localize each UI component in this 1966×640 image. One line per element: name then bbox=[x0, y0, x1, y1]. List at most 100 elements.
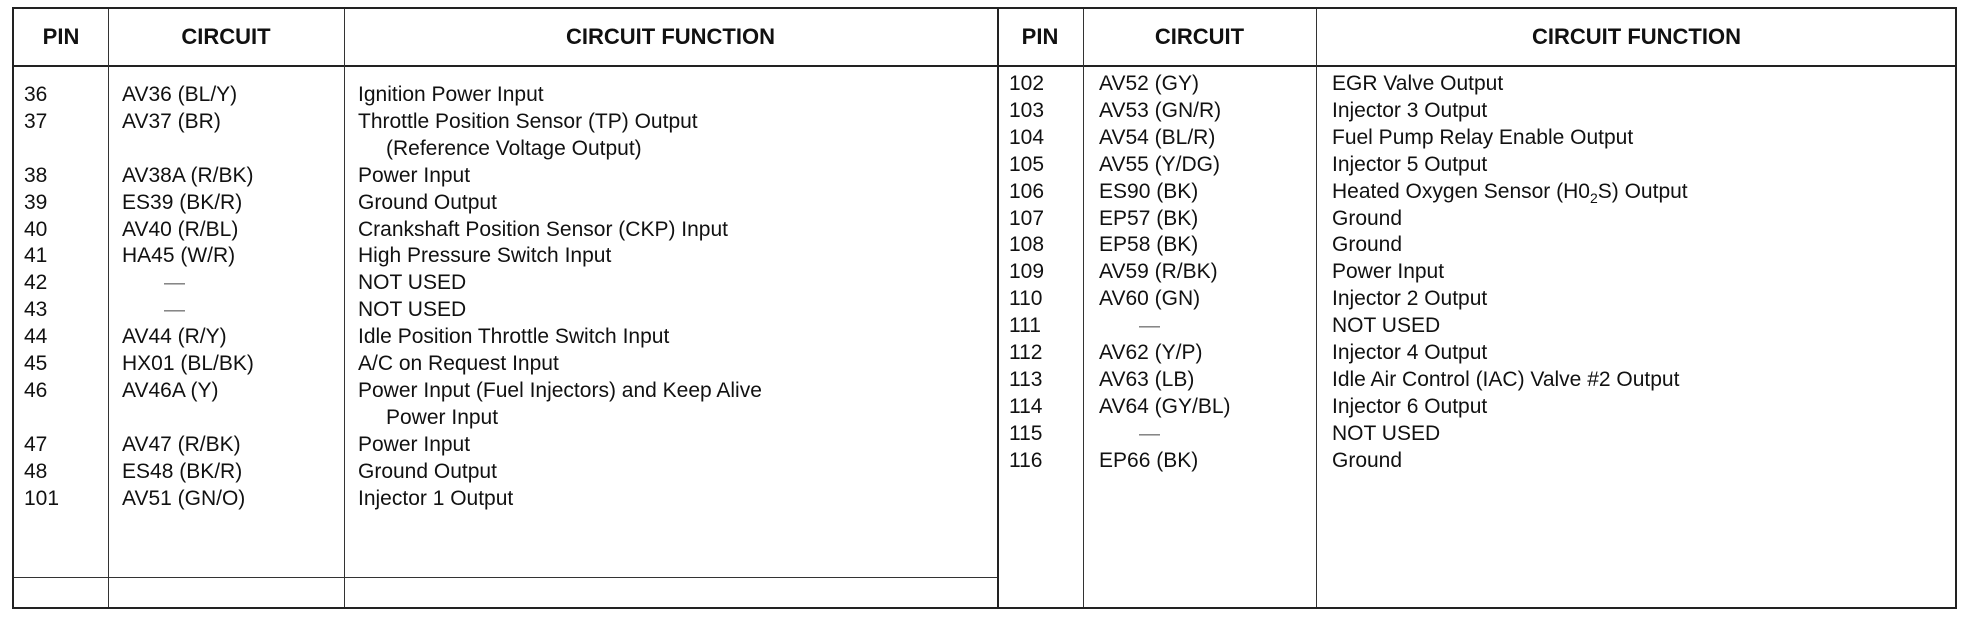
function-cell: Injector 1 Output bbox=[358, 486, 514, 510]
function-cell: A/C on Request Input bbox=[358, 352, 559, 375]
function-cell: NOT USED bbox=[358, 271, 467, 295]
function-cell: NOT USED bbox=[1332, 421, 1441, 445]
pin-cell: 105 bbox=[1009, 152, 1045, 176]
pin-cell: 44 bbox=[24, 325, 48, 349]
circuit-cell: AV47 (R/BK) bbox=[122, 432, 241, 456]
function-cell: Ignition Power Input bbox=[358, 83, 544, 106]
pin-cell: 39 bbox=[24, 190, 48, 214]
circuit-cell: AV36 (BL/Y) bbox=[122, 83, 238, 106]
header-circuit-left: CIRCUIT bbox=[181, 24, 271, 49]
function-cell: (Reference Voltage Output) bbox=[386, 136, 642, 160]
pin-cell: 110 bbox=[1009, 287, 1043, 311]
column-divider bbox=[344, 9, 345, 607]
function-cell: Power Input bbox=[358, 163, 471, 187]
pin-cell: 47 bbox=[24, 432, 48, 456]
function-text: Heated Oxygen Sensor (H0 bbox=[1332, 179, 1590, 203]
header-circuit-right: CIRCUIT bbox=[1154, 24, 1245, 49]
pin-cell: 107 bbox=[1009, 206, 1045, 230]
function-cell: Ground bbox=[1332, 233, 1403, 257]
pin-cell: 41 bbox=[24, 244, 48, 268]
circuit-cell: ES90 (BK) bbox=[1099, 179, 1199, 203]
circuit-cell: AV64 (GY/BL) bbox=[1099, 394, 1231, 418]
circuit-cell: EP58 (BK) bbox=[1099, 233, 1199, 257]
circuit-cell: AV38A (R/BK) bbox=[122, 163, 254, 187]
circuit-cell: ES48 (BK/R) bbox=[122, 459, 243, 483]
table-row: 43—NOT USED bbox=[14, 293, 997, 326]
table-row: 111 — NOT USED bbox=[997, 309, 1957, 342]
row-divider bbox=[14, 577, 997, 578]
table-row: Power Input bbox=[14, 401, 997, 434]
subscript: 2 bbox=[1589, 189, 1598, 206]
pin-cell: 106 bbox=[1009, 179, 1045, 203]
pin-cell: 48 bbox=[24, 459, 48, 483]
circuit-cell: AV40 (R/BL) bbox=[122, 217, 239, 241]
function-cell: Power Input bbox=[1332, 260, 1445, 284]
pin-cell: 112 bbox=[1009, 341, 1043, 364]
circuit-cell: AV59 (R/BK) bbox=[1099, 260, 1218, 284]
half-divider bbox=[997, 9, 999, 607]
pin-cell: 46 bbox=[24, 378, 48, 402]
table-row: 116 EP66 (BK) Ground bbox=[997, 444, 1957, 477]
header-function-left: CIRCUIT FUNCTION bbox=[566, 24, 775, 49]
table-row: 47 AV47 (R/BK) Power Input bbox=[14, 428, 997, 461]
function-cell: NOT USED bbox=[358, 298, 467, 322]
function-cell: Injector 5 Output bbox=[1332, 152, 1488, 176]
pin-cell: 36 bbox=[24, 83, 48, 106]
pin-cell: 109 bbox=[1009, 260, 1045, 284]
function-cell: Injector 6 Output bbox=[1332, 394, 1488, 418]
header-pin-right: PIN bbox=[1021, 24, 1059, 49]
function-cell: NOT USED bbox=[1332, 314, 1441, 338]
function-cell: Ground Output bbox=[358, 459, 497, 483]
column-divider bbox=[1083, 9, 1084, 607]
circuit-cell: — bbox=[164, 271, 185, 295]
function-text-tail: S) Output bbox=[1597, 179, 1688, 203]
circuit-cell: AV54 (BL/R) bbox=[1099, 125, 1216, 149]
function-cell: Heated Oxygen Sensor (H02S) Output bbox=[1332, 175, 1688, 215]
pin-cell: 37 bbox=[24, 109, 48, 133]
function-cell: Power Input bbox=[386, 405, 499, 429]
circuit-cell: — bbox=[1139, 314, 1160, 338]
circuit-cell: AV44 (R/Y) bbox=[122, 325, 227, 349]
circuit-cell: AV46A (Y) bbox=[122, 378, 219, 402]
circuit-cell: AV63 (LB) bbox=[1099, 367, 1195, 391]
circuit-cell: AV37 (BR) bbox=[122, 109, 221, 133]
pin-cell: 45 bbox=[24, 352, 48, 375]
column-divider bbox=[108, 9, 109, 607]
pin-cell: 116 bbox=[1009, 448, 1043, 472]
left-half: 36 AV36 (BL/Y) Ignition Power Input 37 AV37 … bbox=[14, 67, 997, 607]
table-row: 42—NOT USED bbox=[14, 266, 997, 299]
table-row: 45 HX01 (BL/BK) A/C on Request Input bbox=[14, 347, 997, 380]
function-cell: Ground bbox=[1332, 448, 1403, 472]
pinout-table: PIN CIRCUIT CIRCUIT FUNCTION PIN CIRCUIT… bbox=[12, 7, 1957, 609]
function-cell: High Pressure Switch Input bbox=[358, 244, 612, 268]
circuit-cell: HX01 (BL/BK) bbox=[122, 352, 254, 375]
function-cell: Power Input bbox=[358, 432, 471, 456]
pin-cell: 111 bbox=[1009, 314, 1041, 338]
table-row: 109 AV59 (R/BK) Power Input bbox=[997, 255, 1957, 288]
table-row: 115—NOT USED bbox=[997, 417, 1957, 450]
table-row: 48 ES48 (BK/R) Ground Output bbox=[14, 455, 997, 488]
function-cell: Ground Output bbox=[358, 190, 497, 214]
function-cell: Crankshaft Position Sensor (CKP) Input bbox=[358, 217, 729, 241]
circuit-cell: AV62 (Y/P) bbox=[1099, 341, 1203, 364]
circuit-cell: EP66 (BK) bbox=[1099, 448, 1199, 472]
column-divider bbox=[1316, 9, 1317, 607]
table-row: 106 ES90 (BK) Heated Oxygen Sensor (H02S) … bbox=[997, 175, 1957, 208]
function-cell: Injector 2 Output bbox=[1332, 287, 1488, 311]
function-cell: Power Input (Fuel Injectors) and Keep Al… bbox=[358, 378, 762, 402]
table-row: 36 AV36 (BL/Y) Ignition Power Input bbox=[14, 78, 997, 111]
function-cell: Idle Air Control (IAC) Valve #2 Output bbox=[1332, 367, 1680, 391]
